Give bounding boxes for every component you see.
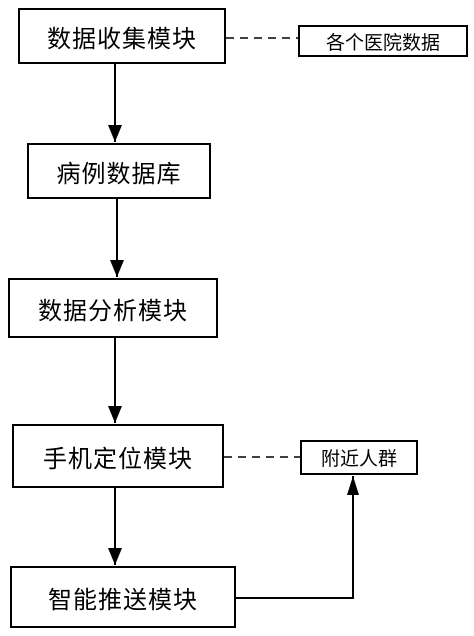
nearby-people-label: 附近人群 — [320, 448, 397, 470]
hospital-data-box: 各个医院数据 — [298, 25, 468, 57]
nearby-people-box: 附近人群 — [300, 440, 418, 475]
hospital-data-label: 各个医院数据 — [325, 31, 440, 54]
phone-location-module-box: 手机定位模块 — [12, 424, 224, 488]
data-analysis-module-label: 数据分析模块 — [38, 296, 188, 325]
smart-push-module-box: 智能推送模块 — [10, 566, 236, 628]
elbow-arrow-push-to-nearby-people — [236, 476, 359, 599]
case-database-box: 病例数据库 — [27, 143, 211, 199]
phone-location-module-label: 手机定位模块 — [43, 444, 193, 473]
data-collection-module-label: 数据收集模块 — [47, 24, 197, 53]
data-analysis-module-box: 数据分析模块 — [8, 278, 218, 338]
data-collection-module-box: 数据收集模块 — [18, 8, 226, 64]
smart-push-module-label: 智能推送模块 — [48, 585, 198, 614]
case-database-label: 病例数据库 — [56, 159, 182, 188]
